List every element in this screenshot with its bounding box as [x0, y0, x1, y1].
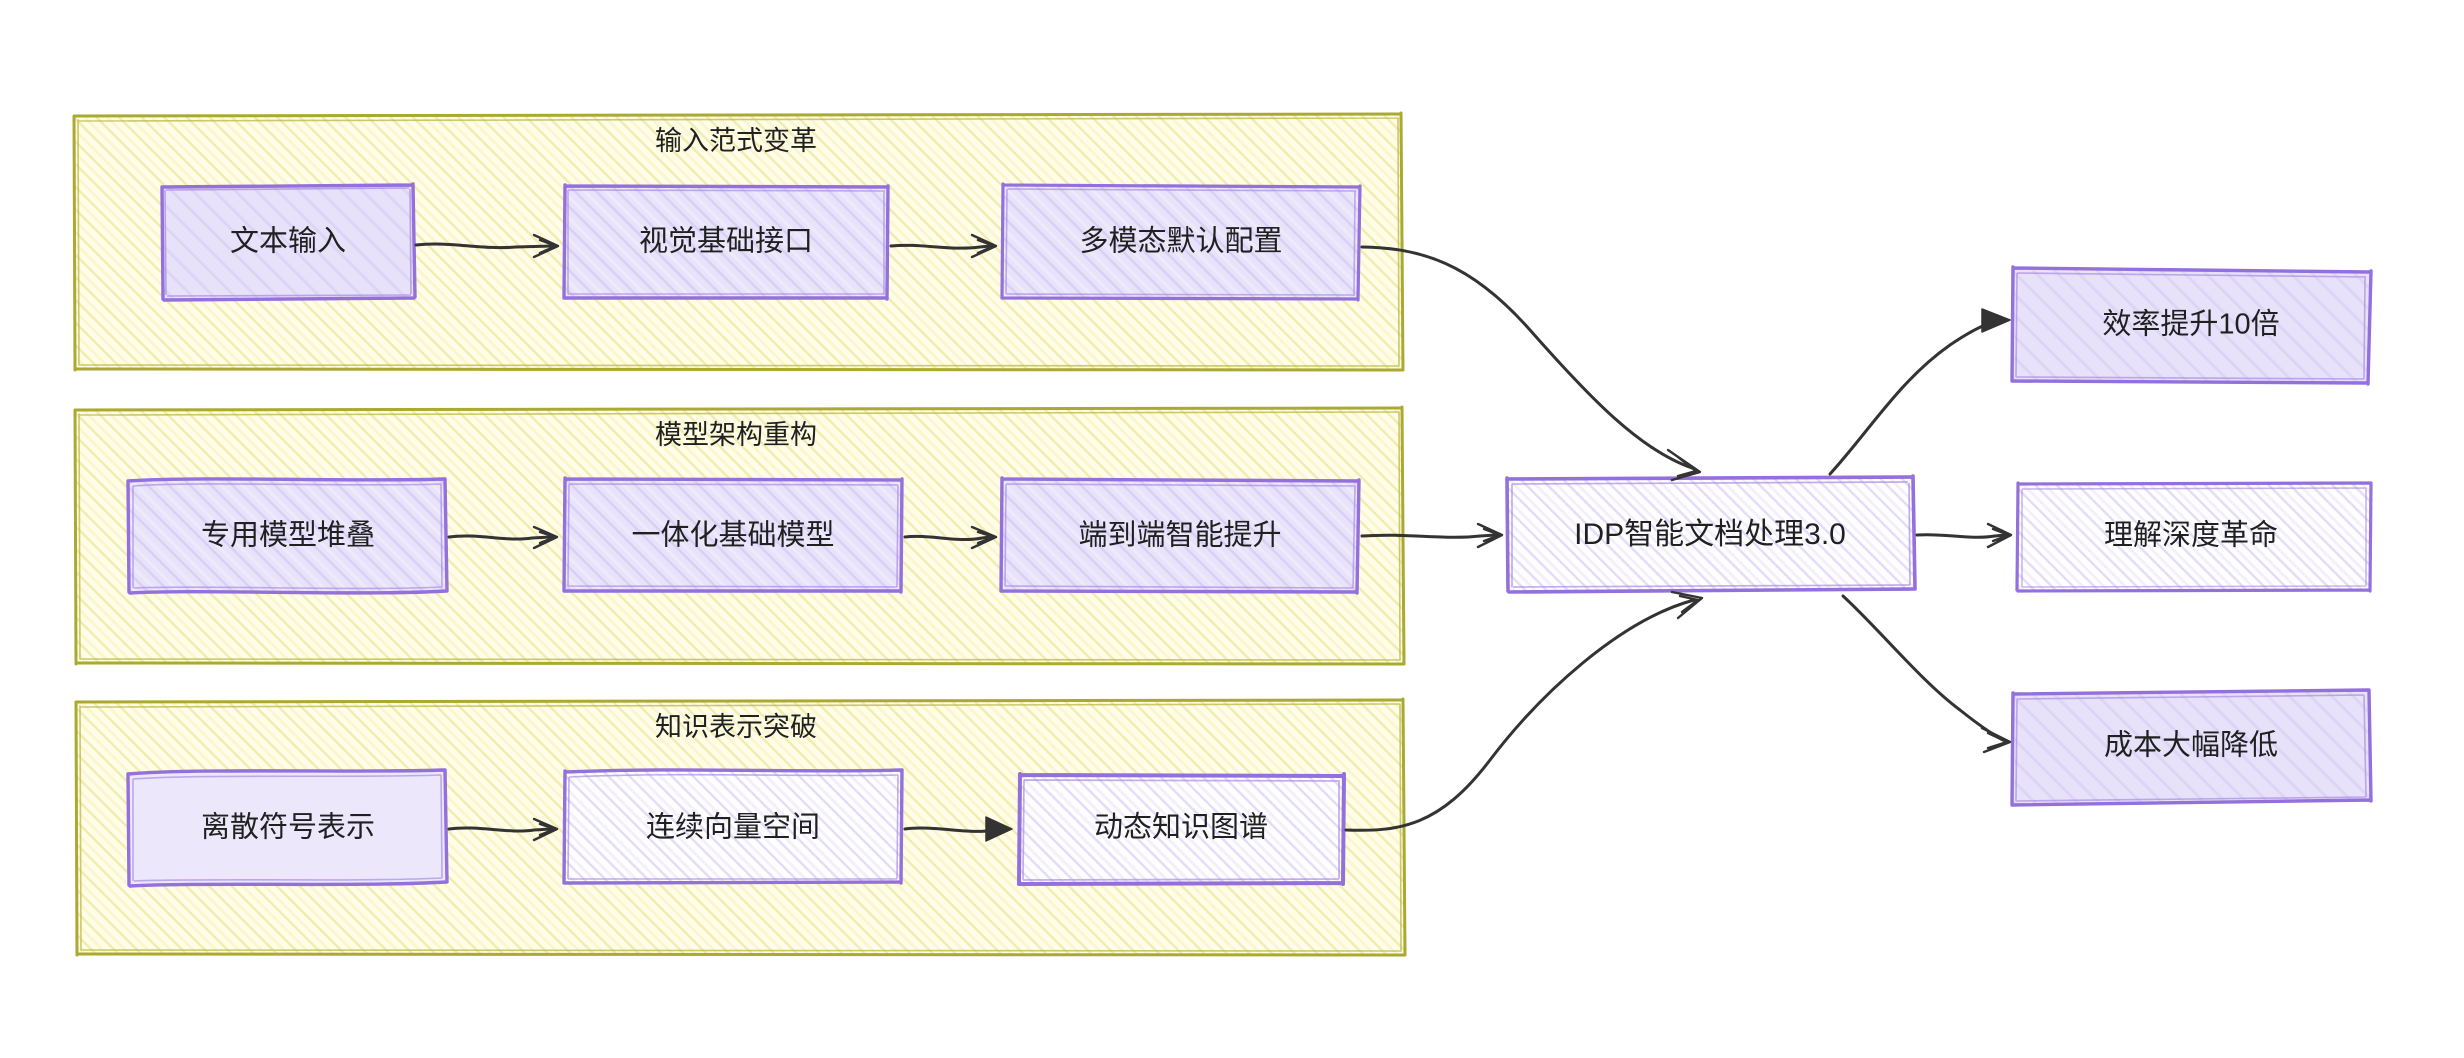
node-continuous-vector-space-border-sketch: [567, 773, 899, 880]
edge-c2-c3-arrowhead: [985, 816, 1013, 842]
edge-b3-idp: [1360, 533, 1498, 539]
node-efficiency-gain[interactable]: 效率提升10倍: [2010, 265, 2373, 386]
node-text-input[interactable]: 文本输入: [160, 182, 417, 302]
edge-b1-b2: [447, 534, 553, 541]
node-unified-foundation-model-border-sketch: [567, 483, 899, 588]
node-cost-reduction-border: [2010, 688, 2373, 807]
node-understanding-depth[interactable]: 理解深度革命: [2015, 481, 2373, 593]
node-efficiency-gain-fill: [2012, 268, 2370, 383]
edge-c1-c2: [447, 826, 553, 833]
node-continuous-vector-space-fill: [564, 770, 902, 882]
edge-b2-b3: [903, 534, 992, 542]
node-discrete-symbol-border: [126, 768, 449, 888]
node-dedicated-model-stack-fill: [128, 479, 446, 593]
subgraph-1-border: [72, 111, 1405, 372]
subgraph-1-border-sketch: [77, 117, 1400, 367]
node-dynamic-knowledge-graph-border-sketch: [1022, 779, 1340, 881]
node-idp-core-border-sketch: [1511, 481, 1911, 588]
node-visual-base-api[interactable]: 视觉基础接口: [562, 183, 890, 301]
node-multimodal-default-fill: [1002, 185, 1360, 299]
edge-idp-r2: [1915, 533, 2007, 539]
node-dedicated-model-stack-border: [126, 477, 449, 595]
node-unified-foundation-model-fill: [564, 479, 902, 591]
node-dynamic-knowledge-graph-fill: [1019, 775, 1343, 883]
edge-a1-a2: [414, 242, 554, 250]
edge-c1-c2-arrowhead: [532, 817, 559, 842]
node-text-input-border: [160, 182, 417, 302]
node-understanding-depth-border-sketch: [2021, 487, 2367, 588]
edge-c3-idp-arrowhead: [1670, 590, 1704, 620]
node-dedicated-model-stack[interactable]: 专用模型堆叠: [126, 477, 449, 595]
edge-idp-r2-arrowhead: [1986, 522, 2013, 549]
node-efficiency-gain-border-sketch: [2015, 272, 2367, 380]
node-end-to-end-intelligence[interactable]: 端到端智能提升: [999, 476, 1361, 595]
edge-a1-a2-arrowhead: [532, 233, 560, 259]
edge-idp-r1-arrowhead: [1981, 308, 2011, 333]
edges-layer: [414, 233, 2013, 842]
node-multimodal-default-border-sketch: [1005, 188, 1357, 297]
node-multimodal-default-border: [1000, 182, 1362, 302]
node-idp-core[interactable]: IDP智能文档处理3.0: [1505, 474, 1917, 594]
node-visual-base-api-border: [562, 183, 890, 301]
edge-a2-a3: [889, 243, 992, 250]
node-cost-reduction-fill: [2012, 690, 2370, 804]
edge-idp-r3: [1841, 594, 2005, 742]
edge-idp-r3-arrowhead: [1980, 726, 2012, 754]
node-understanding-depth-border: [2015, 481, 2373, 593]
node-multimodal-default[interactable]: 多模态默认配置: [1000, 182, 1362, 302]
node-continuous-vector-space-border: [562, 768, 904, 885]
edge-b1-b2-arrowhead: [532, 525, 559, 550]
edge-b2-b3-arrowhead: [970, 525, 998, 550]
edge-a3-idp-arrowhead: [1666, 448, 1702, 482]
node-discrete-symbol-fill: [128, 770, 446, 886]
edge-c3-idp: [1344, 598, 1696, 832]
node-unified-foundation-model-border: [562, 476, 904, 594]
node-dynamic-knowledge-graph[interactable]: 动态知识图谱: [1017, 772, 1346, 886]
node-visual-base-api-border-sketch: [567, 189, 886, 295]
node-understanding-depth-fill: [2018, 484, 2370, 590]
edge-idp-r1: [1828, 318, 2004, 476]
node-visual-base-api-fill: [564, 186, 888, 298]
node-dedicated-model-stack-border-sketch: [132, 483, 443, 590]
node-efficiency-gain-border: [2010, 265, 2373, 386]
node-text-input-fill: [163, 185, 414, 299]
node-text-input-border-sketch: [164, 187, 412, 297]
node-end-to-end-intelligence-border-sketch: [1004, 483, 1356, 589]
node-dynamic-knowledge-graph-border: [1017, 772, 1346, 886]
edge-b3-idp-arrowhead: [1476, 522, 1504, 549]
node-cost-reduction-border-sketch: [2015, 694, 2367, 802]
node-cost-reduction[interactable]: 成本大幅降低: [2010, 688, 2373, 807]
node-idp-core-fill: [1507, 477, 1914, 591]
edge-a3-idp: [1360, 245, 1694, 470]
node-end-to-end-intelligence-border: [999, 476, 1361, 595]
node-discrete-symbol-border-sketch: [132, 774, 443, 882]
node-end-to-end-intelligence-fill: [1001, 479, 1359, 592]
node-continuous-vector-space[interactable]: 连续向量空间: [562, 768, 904, 885]
node-idp-core-border: [1505, 474, 1917, 594]
node-unified-foundation-model[interactable]: 一体化基础模型: [562, 476, 904, 594]
node-discrete-symbol[interactable]: 离散符号表示: [126, 768, 449, 888]
edge-a2-a3-arrowhead: [970, 233, 998, 259]
